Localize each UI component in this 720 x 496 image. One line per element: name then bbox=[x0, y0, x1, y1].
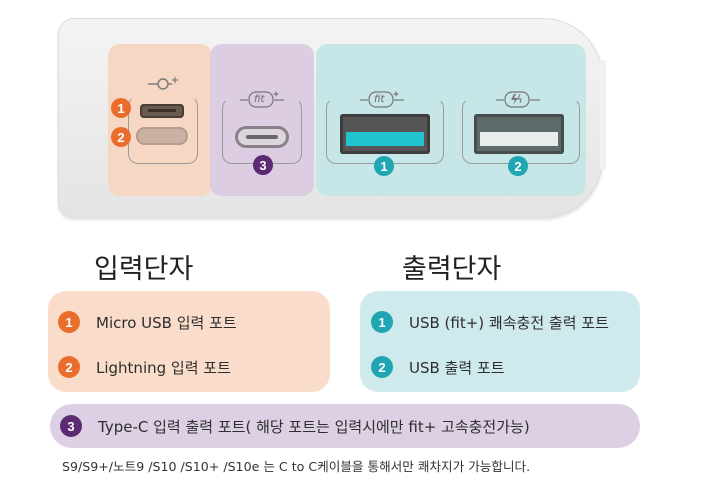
input-heading: 입력단자 bbox=[94, 254, 194, 285]
legend-marker: 1 bbox=[58, 311, 80, 333]
marker-output-2: 2 bbox=[508, 156, 528, 176]
legend-label: Micro USB 입력 포트 bbox=[96, 313, 237, 332]
input-legend-box bbox=[48, 291, 330, 392]
typec-legend-box bbox=[50, 404, 640, 448]
legend-label: Lightning 입력 포트 bbox=[96, 358, 231, 377]
micro-usb-port bbox=[140, 104, 184, 118]
marker-input-1: 1 bbox=[111, 98, 131, 118]
legend-item-usb: 2 USB 출력 포트 bbox=[371, 356, 505, 378]
plug-icon bbox=[146, 74, 182, 92]
fit-logo-icon bbox=[360, 90, 404, 108]
type-c-port bbox=[235, 126, 289, 148]
input-zone-highlight bbox=[108, 44, 212, 196]
legend-marker: 2 bbox=[58, 356, 80, 378]
legend-marker: 3 bbox=[60, 415, 82, 437]
legend-item-usb-fit: 1 USB (fit+) 쾌속충전 출력 포트 bbox=[371, 311, 609, 333]
marker-output-1: 1 bbox=[374, 156, 394, 176]
output-heading: 출력단자 bbox=[402, 254, 502, 285]
marker-typec-3: 3 bbox=[253, 155, 273, 175]
legend-label: USB (fit+) 쾌속충전 출력 포트 bbox=[409, 313, 609, 332]
legend-marker: 1 bbox=[371, 311, 393, 333]
fast-charge-icon bbox=[496, 90, 540, 108]
legend-label: USB 출력 포트 bbox=[409, 358, 505, 377]
usb-port bbox=[474, 114, 564, 154]
legend-marker: 2 bbox=[371, 356, 393, 378]
compatibility-note: S9/S9+/노트9 /S10 /S10+ /S10e 는 C to C케이블을… bbox=[62, 459, 531, 474]
legend-item-type-c: 3 Type-C 입력 출력 포트( 해당 포트는 입력시에만 fit+ 고속충… bbox=[60, 415, 530, 437]
power-bank-edge bbox=[600, 60, 606, 170]
output-legend-box bbox=[360, 291, 640, 392]
fit-logo-icon bbox=[240, 90, 284, 108]
legend-label: Type-C 입력 출력 포트( 해당 포트는 입력시에만 fit+ 고속충전가… bbox=[98, 417, 530, 436]
usb-fit-port bbox=[340, 114, 430, 154]
lightning-port bbox=[136, 127, 188, 145]
marker-input-2: 2 bbox=[111, 127, 131, 147]
fit-logo-text: fit bbox=[374, 94, 385, 105]
fit-logo-text: fit bbox=[254, 94, 265, 105]
legend-item-micro-usb: 1 Micro USB 입력 포트 bbox=[58, 311, 237, 333]
legend-item-lightning: 2 Lightning 입력 포트 bbox=[58, 356, 231, 378]
